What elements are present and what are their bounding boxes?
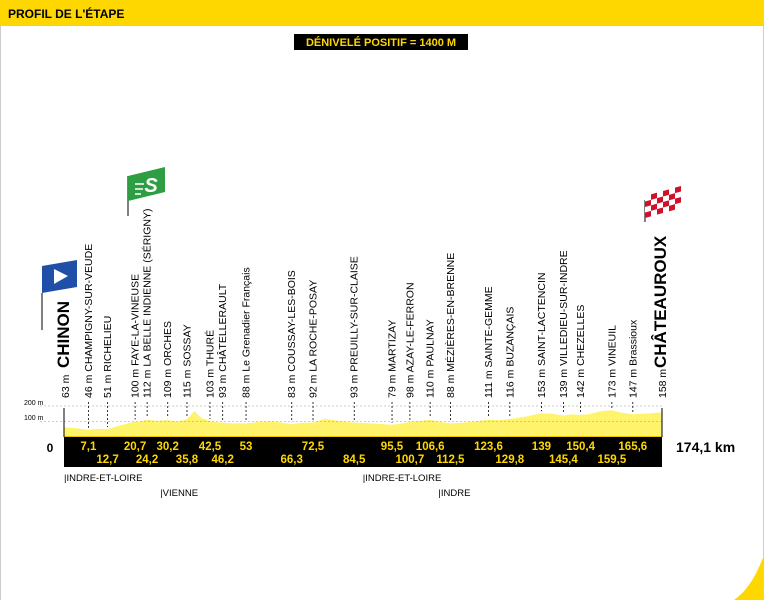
km-label: 7,1 [80, 441, 97, 453]
distance-band [64, 437, 662, 467]
km-label: 84,5 [343, 454, 366, 466]
waypoint-label: 109 m ORCHES [162, 321, 174, 398]
km-label: 42,5 [199, 441, 222, 453]
km-label: 123,6 [474, 441, 503, 453]
waypoint-label: 103 m THURÉ [204, 330, 217, 398]
km-label: 53 [240, 441, 253, 453]
finish-flag-square [657, 196, 663, 204]
km-label: 139 [532, 441, 551, 453]
waypoint-label: 173 m VINEUIL [606, 325, 618, 398]
finish-flag-square [675, 186, 681, 194]
elevation-gain-box [294, 34, 468, 50]
waypoint-label: 142 m CHEZELLES [575, 305, 587, 398]
region-label: |INDRE-ET-LOIRE [363, 473, 441, 484]
profile-plot: 46 m CHAMPIGNY-SUR-VEUDE 7,1 51 m RICHELIE… [40, 176, 663, 499]
finish-flag-square [669, 204, 675, 212]
region-label: |INDRE-ET-LOIRE [64, 473, 142, 484]
start-town: CHINON [54, 301, 73, 368]
waypoint-label: 110 m PAULNAY [425, 319, 437, 398]
finish-flag-square [663, 189, 669, 197]
start-flag-icon [42, 260, 77, 293]
waypoint-label: 98 m AZAY-LE-FERRON [404, 282, 416, 398]
region-label: |VIENNE [160, 488, 198, 499]
finish-flag-square [663, 200, 669, 208]
waypoint-label: 147 m Brassioux [627, 319, 639, 398]
km-label: 129,8 [495, 454, 524, 466]
finish-altitude: 158 m [657, 369, 669, 398]
waypoint-label: 111 m SAINTE-GEMME [483, 286, 495, 398]
elevation-gain-label: DÉNIVELÉ POSITIF = 1400 M [306, 36, 456, 49]
waypoint-label: 46 m CHAMPIGNY-SUR-VEUDE [83, 244, 95, 398]
y-tick-100: 100 m [24, 415, 44, 422]
waypoint-label: 92 m LA ROCHE-POSAY [308, 280, 320, 398]
km-label: 145,4 [549, 454, 578, 466]
km-label: 100,7 [396, 454, 425, 466]
waypoint-label: 112 m LA BELLE INDIENNE (SÉRIGNY) [141, 209, 154, 398]
km-label: 24,2 [136, 454, 158, 466]
total-distance: 174,1 km [676, 439, 735, 455]
waypoint-label: 116 m BUZANÇAIS [504, 307, 516, 398]
waypoint-label: 79 m MARTIZAY [387, 320, 399, 398]
y-tick-200: 200 m [24, 400, 44, 407]
finish-flag-square [651, 192, 657, 200]
km-label: 20,7 [124, 441, 146, 453]
km-label: 112,5 [436, 454, 465, 466]
waypoint-label: 88 m MÉZIÈRES-EN-BRENNE [444, 253, 457, 398]
km-label: 30,2 [157, 441, 179, 453]
finish-town: CHÂTEAUROUX [651, 235, 670, 368]
start-altitude: 63 m [60, 374, 72, 398]
km-label: 159,5 [598, 454, 627, 466]
elevation-area [64, 410, 662, 437]
km-label: 66,3 [281, 454, 303, 466]
finish-flag-square [657, 207, 663, 215]
finish-flag-square [669, 193, 675, 201]
km-label: 12,7 [96, 454, 118, 466]
km-label: 165,6 [618, 441, 647, 453]
km-label: 72,5 [302, 441, 325, 453]
finish-flag-square [651, 203, 657, 211]
km-label: 35,8 [176, 454, 199, 466]
sprint-flag-icon: S [128, 167, 165, 201]
finish-flag-square [645, 210, 651, 218]
region-label: |INDRE [438, 488, 470, 499]
waypoint-label: 100 m FAYE-LA-VINEUSE [130, 274, 142, 398]
waypoint-label: 153 m SAINT-LACTENCIN [536, 273, 548, 398]
km-label: 95,5 [381, 441, 404, 453]
km-label: 46,2 [212, 454, 234, 466]
waypoint-label: 93 m PREUILLY-SUR-CLAISE [349, 256, 361, 398]
page-title: PROFIL DE L'ÉTAPE [8, 6, 124, 21]
km-label: 150,4 [566, 441, 595, 453]
finish-flag-icon [645, 186, 681, 218]
header-band [0, 0, 764, 26]
km-label: 106,6 [416, 441, 445, 453]
zero-label: 0 [47, 441, 54, 455]
waypoint-label: 51 m RICHELIEU [102, 316, 114, 398]
elevation-baseline [64, 436, 662, 437]
finish-flag-square [645, 199, 651, 207]
waypoint-label: 93 m CHÂTELLERAULT [216, 283, 229, 398]
waypoint-label: 115 m SOSSAY [182, 324, 194, 398]
sprint-flag-label: S [144, 175, 158, 197]
waypoint-label: 83 m COUSSAY-LES-BOIS [286, 270, 298, 398]
waypoint-label: 139 m VILLEDIEU-SUR-INDRE [558, 250, 570, 398]
waypoint-label: 88 m Le Grenadier Français [241, 267, 253, 398]
corner-swoosh [734, 555, 764, 600]
finish-flag-square [675, 197, 681, 205]
